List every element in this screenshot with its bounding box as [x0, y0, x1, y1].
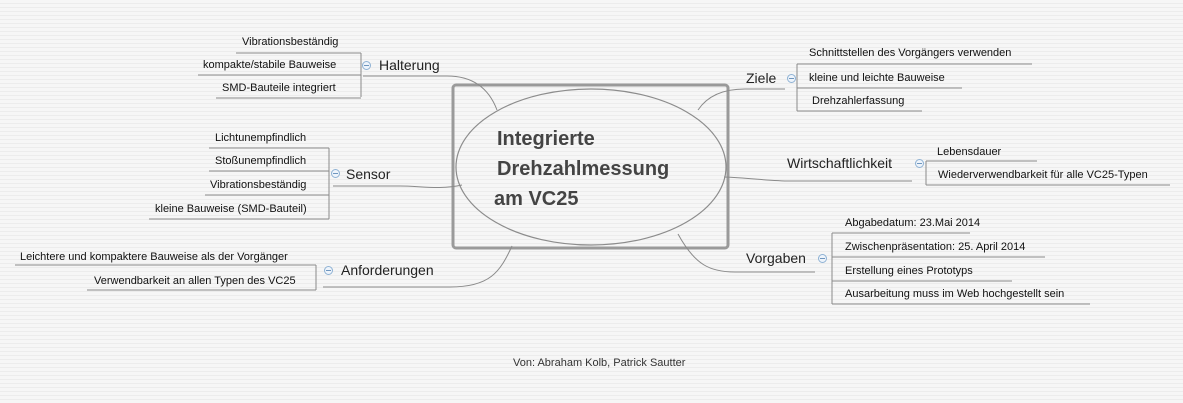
central-topic-ellipse	[455, 88, 727, 246]
collapse-sensor-icon[interactable]	[331, 169, 340, 178]
subtopic-vorgaben-4[interactable]: Ausarbeitung muss im Web hochgestellt se…	[845, 288, 1065, 300]
author-credit: Von: Abraham Kolb, Patrick Sautter	[513, 357, 686, 369]
collapse-vorgaben-icon[interactable]	[818, 254, 827, 263]
subtopic-sensor-2[interactable]: Stoßunempfindlich	[215, 155, 307, 167]
subtopic-halterung-3[interactable]: SMD-Bauteile integriert	[222, 82, 336, 94]
subtopic-anforderungen-2[interactable]: Verwendbarkeit an allen Typen des VC25	[94, 275, 296, 287]
subtopic-ziele-1[interactable]: Schnittstellen des Vorgängers verwenden	[809, 47, 1012, 59]
connector-wirtschaftlichkeit	[723, 176, 912, 182]
subtopic-halterung-1[interactable]: Vibrationsbeständig	[242, 36, 339, 48]
subtopic-ziele-3[interactable]: Drehzahlerfassung	[812, 95, 905, 107]
central-topic-line1: Integrierte	[497, 128, 595, 150]
subtopic-vorgaben-1[interactable]: Abgabedatum: 23.Mai 2014	[845, 217, 981, 229]
subtopic-wirtschaftlichkeit-2[interactable]: Wiederverwendbarkeit für alle VC25-Typen	[938, 169, 1148, 181]
subtopic-anforderungen-1[interactable]: Leichtere und kompaktere Bauweise als de…	[20, 251, 288, 263]
subtopic-vorgaben-2[interactable]: Zwischenpräsentation: 25. April 2014	[845, 241, 1026, 253]
subtopic-wirtschaftlichkeit-1[interactable]: Lebensdauer	[937, 146, 1002, 158]
connector-ziele	[697, 88, 785, 111]
topic-vorgaben[interactable]: Vorgaben	[746, 250, 806, 266]
topic-halterung[interactable]: Halterung	[379, 57, 440, 73]
connector-sensor	[333, 184, 463, 189]
central-topic-frame	[451, 83, 730, 250]
topic-anforderungen[interactable]: Anforderungen	[341, 262, 434, 278]
subtopic-sensor-3[interactable]: Vibrationsbeständig	[210, 179, 307, 191]
central-topic-line2: Drehzahlmessung	[497, 158, 670, 180]
collapse-wirtschaftlichkeit-icon[interactable]	[915, 159, 924, 168]
topic-wirtschaftlichkeit[interactable]: Wirtschaftlichkeit	[787, 155, 893, 171]
topic-sensor[interactable]: Sensor	[346, 166, 391, 182]
connector-anforderungen	[323, 245, 513, 288]
collapse-anforderungen-icon[interactable]	[324, 266, 333, 275]
subtopic-sensor-4[interactable]: kleine Bauweise (SMD-Bauteil)	[155, 203, 307, 215]
connector-vorgaben	[677, 233, 815, 273]
central-topic[interactable]: Integrierte Drehzahlmessung am VC25	[490, 124, 720, 214]
central-topic-line3: am VC25	[494, 188, 579, 210]
collapse-ziele-icon[interactable]	[787, 74, 796, 83]
connector-halterung	[363, 75, 498, 111]
collapse-halterung-icon[interactable]	[362, 61, 371, 70]
subtopic-halterung-2[interactable]: kompakte/stabile Bauweise	[203, 59, 337, 71]
subtopic-sensor-1[interactable]: Lichtunempfindlich	[215, 132, 307, 144]
subtopic-ziele-2[interactable]: kleine und leichte Bauweise	[809, 72, 945, 84]
subtopic-vorgaben-3[interactable]: Erstellung eines Prototyps	[845, 265, 973, 277]
topic-ziele[interactable]: Ziele	[746, 70, 777, 86]
